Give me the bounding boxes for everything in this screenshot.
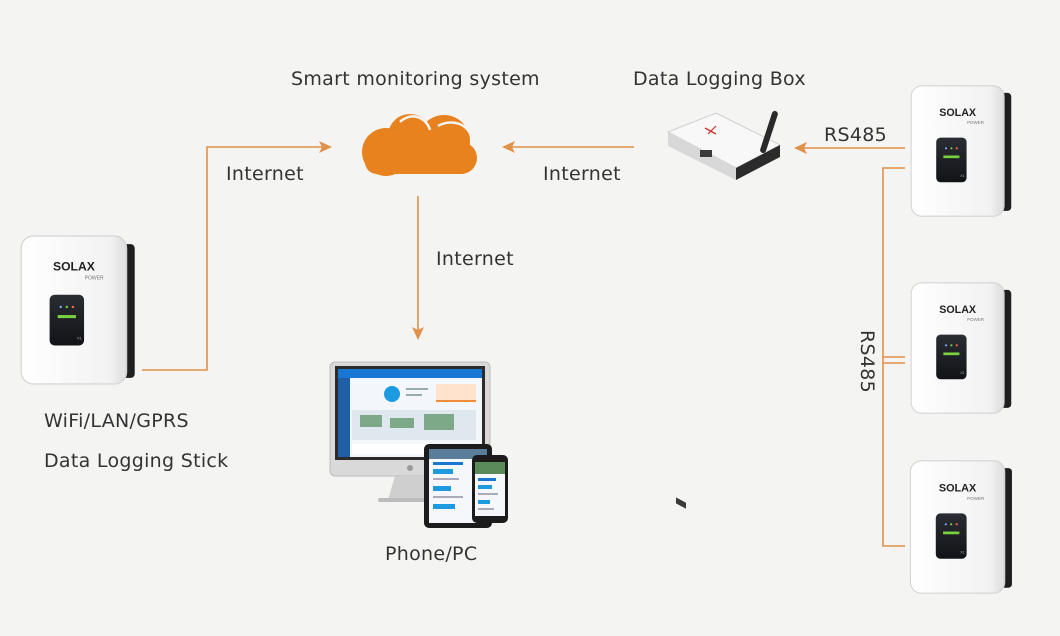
inverter-icon (909, 460, 1013, 594)
phone-icon (472, 455, 508, 523)
arrow-left-icon (502, 141, 515, 153)
connection-lines (142, 146, 905, 547)
arrow-right-icon (319, 141, 332, 153)
data-logging-box-icon (666, 110, 782, 509)
arrowheads (319, 141, 807, 340)
internet-label-right: Internet (543, 163, 621, 185)
arrow-left-icon (794, 142, 807, 154)
internet-label-down: Internet (436, 248, 514, 270)
inverter-icon (910, 282, 1012, 414)
data-logging-box-label: Data Logging Box (633, 68, 806, 90)
wifi-lan-gprs-label: WiFi/LAN/GPRS (44, 410, 189, 432)
rs485-label: RS485 (824, 124, 888, 146)
cloud-icon (362, 114, 477, 176)
data-logging-stick-label: Data Logging Stick (44, 450, 229, 472)
internet-label-left: Internet (226, 163, 304, 185)
stick-to-cloud-line (142, 146, 322, 371)
smart-monitoring-label: Smart monitoring system (291, 68, 540, 90)
inverter-icon (20, 235, 136, 385)
arrow-down-icon (412, 327, 424, 340)
rs485-vertical-label: RS485 (856, 330, 878, 394)
inverter-icon (910, 85, 1012, 217)
phone-pc-label: Phone/PC (385, 543, 478, 565)
